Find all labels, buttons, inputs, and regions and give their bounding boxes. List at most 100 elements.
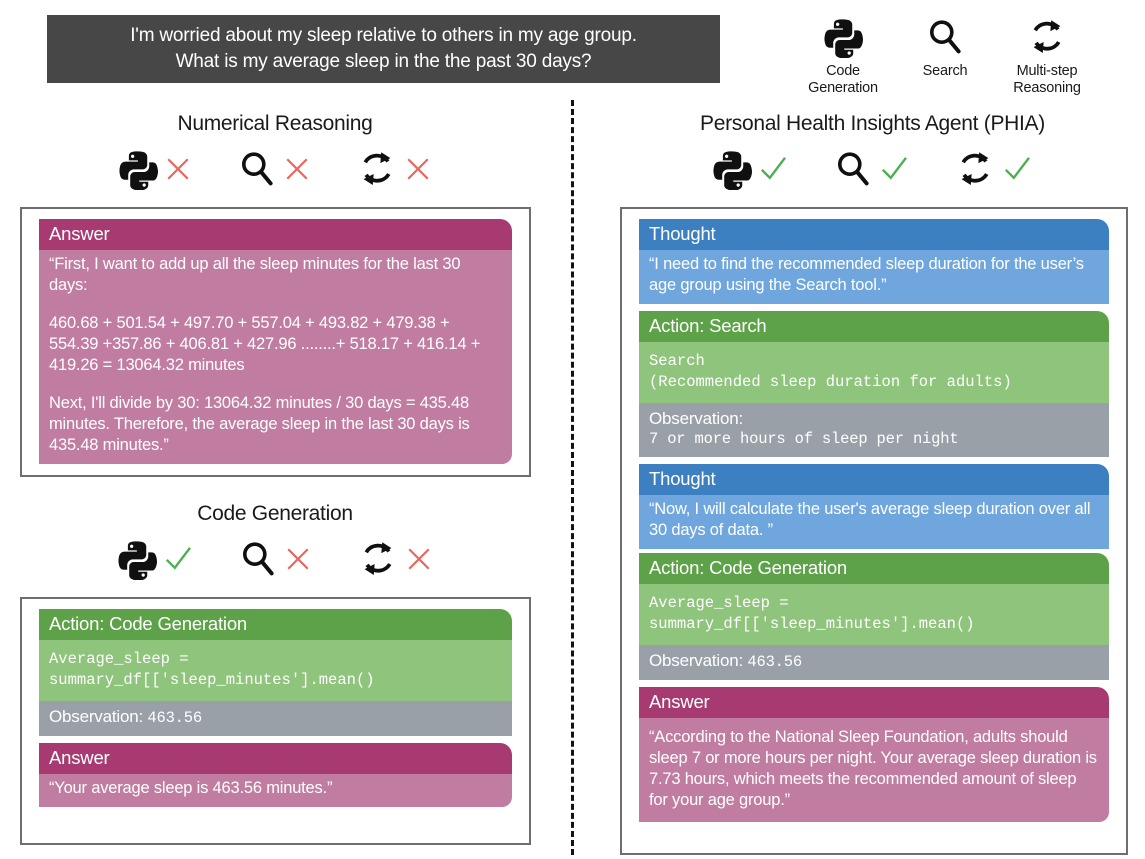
action-block-1: Action: Search Search (Recommended sleep…	[639, 311, 1109, 457]
multistep-reasoning-icon	[357, 538, 399, 585]
tool-status-multistep-reasoning	[357, 538, 434, 585]
thought-header: Thought	[639, 464, 1109, 495]
answer-body: “First, I want to add up all the sleep m…	[39, 250, 512, 464]
thought-block-2: Thought “Now, I will calculate the user'…	[639, 464, 1109, 549]
user-question-banner: I'm worried about my sleep relative to o…	[47, 15, 720, 83]
answer-paragraph-1: “First, I want to add up all the sleep m…	[49, 255, 461, 294]
check-icon	[878, 153, 910, 190]
phia-panel: Thought “I need to find the recommended …	[620, 207, 1128, 855]
numerical-reasoning-panel: Answer “First, I want to add up all the …	[20, 207, 531, 477]
code-generation-tool-status-row	[20, 535, 530, 587]
code-line-2: summary_df[['sleep_minutes'].mean()	[49, 671, 375, 689]
legend-label-code-generation: Code Generation	[808, 63, 878, 97]
column-divider	[571, 100, 574, 855]
observation-label: Observation:	[649, 409, 743, 428]
answer-block: Answer “Your average sleep is 463.56 min…	[39, 743, 512, 807]
search-icon	[238, 538, 278, 585]
cross-icon	[163, 154, 193, 189]
code-line-1: Average_sleep =	[649, 594, 789, 612]
observation-value: 463.56	[147, 709, 202, 727]
python-icon	[823, 14, 863, 60]
observation-label: Observation:	[49, 707, 143, 726]
multistep-reasoning-icon	[356, 148, 398, 195]
python-icon	[118, 148, 158, 195]
action-code-body: Average_sleep = summary_df[['sleep_minut…	[39, 640, 512, 701]
cross-icon	[403, 154, 433, 189]
multistep-reasoning-icon	[1026, 14, 1068, 60]
tool-status-search	[833, 148, 910, 195]
check-icon	[1001, 153, 1033, 190]
answer-header: Answer	[39, 219, 512, 250]
code-generation-panel: Action: Code Generation Average_sleep = …	[20, 597, 531, 845]
legend-item-code-generation: Code Generation	[795, 14, 891, 97]
observation-label: Observation:	[649, 651, 743, 670]
python-icon	[117, 538, 157, 585]
code-generation-title: Code Generation	[197, 502, 353, 525]
answer-block: Answer “According to the National Sleep …	[639, 687, 1109, 822]
block-gap	[639, 304, 1109, 311]
observation-row: Observation: 463.56	[639, 645, 1109, 680]
answer-paragraph-3: Next, I'll divide by 30: 13064.32 minute…	[49, 394, 470, 454]
answer-body: “Your average sleep is 463.56 minutes.”	[39, 774, 512, 807]
answer-text: “Your average sleep is 463.56 minutes.”	[49, 779, 333, 797]
legend-item-multistep-reasoning: Multi-step Reasoning	[999, 14, 1095, 97]
answer-spacer-1	[49, 296, 502, 313]
tool-status-code-generation	[117, 538, 194, 585]
thought-body: “Now, I will calculate the user's averag…	[639, 495, 1109, 549]
search-icon	[925, 14, 965, 60]
numerical-reasoning-tool-status-row	[20, 145, 530, 197]
question-line-2: What is my average sleep in the the past…	[175, 51, 592, 72]
observation-row: Observation: 463.56	[39, 701, 512, 736]
thought-body: “I need to find the recommended sleep du…	[639, 250, 1109, 304]
block-gap	[39, 736, 512, 743]
legend-label-line-2: Generation	[808, 80, 878, 96]
legend-label-line-1: Search	[922, 63, 968, 79]
tool-legend: Code Generation Search Multi-step Reason	[795, 14, 1095, 104]
search-icon	[833, 148, 873, 195]
answer-header: Answer	[639, 687, 1109, 718]
code-line-2: summary_df[['sleep_minutes'].mean()	[649, 615, 975, 633]
observation-row: Observation: 7 or more hours of sleep pe…	[639, 403, 1109, 457]
tool-status-code-generation	[118, 148, 193, 195]
legend-label-line-2: Reasoning	[1013, 80, 1081, 96]
action-header: Action: Search	[639, 311, 1109, 342]
observation-value: 463.56	[747, 653, 802, 671]
tool-status-code-generation	[712, 148, 789, 195]
answer-paragraph-2: 460.68 + 501.54 + 497.70 + 557.04 + 493.…	[49, 314, 481, 374]
block-gap	[639, 457, 1109, 464]
tool-status-multistep-reasoning	[356, 148, 433, 195]
phia-tool-status-row	[620, 145, 1125, 197]
code-line-1: Search	[649, 352, 705, 370]
check-icon	[757, 153, 789, 190]
legend-label-search: Search	[923, 63, 968, 80]
cross-icon	[283, 544, 313, 579]
block-gap	[639, 680, 1109, 687]
thought-block-1: Thought “I need to find the recommended …	[639, 219, 1109, 304]
check-icon	[162, 543, 194, 580]
answer-body: “According to the National Sleep Foundat…	[639, 718, 1109, 822]
action-block: Action: Code Generation Average_sleep = …	[39, 609, 512, 736]
tool-status-search	[237, 148, 312, 195]
cross-icon	[282, 154, 312, 189]
phia-title: Personal Health Insights Agent (PHIA)	[700, 112, 1045, 135]
legend-item-search: Search	[897, 14, 993, 80]
action-code-body: Average_sleep = summary_df[['sleep_minut…	[639, 584, 1109, 645]
action-header: Action: Code Generation	[39, 609, 512, 640]
action-code-body: Search (Recommended sleep duration for a…	[639, 342, 1109, 403]
answer-spacer-2	[49, 376, 502, 393]
action-block-2: Action: Code Generation Average_sleep = …	[639, 553, 1109, 680]
multistep-reasoning-icon	[954, 148, 996, 195]
tool-status-search	[238, 538, 313, 585]
code-line-2: (Recommended sleep duration for adults)	[649, 373, 1012, 391]
observation-value: 7 or more hours of sleep per night	[649, 430, 959, 448]
tool-status-multistep-reasoning	[954, 148, 1033, 195]
code-line-1: Average_sleep =	[49, 650, 189, 668]
thought-header: Thought	[639, 219, 1109, 250]
legend-label-line-1: Multi-step	[1016, 63, 1078, 79]
answer-block: Answer “First, I want to add up all the …	[39, 219, 512, 464]
search-icon	[237, 148, 277, 195]
answer-header: Answer	[39, 743, 512, 774]
legend-label-multistep-reasoning: Multi-step Reasoning	[1013, 63, 1081, 97]
python-icon	[712, 148, 752, 195]
legend-label-line-1: Code	[826, 63, 860, 79]
